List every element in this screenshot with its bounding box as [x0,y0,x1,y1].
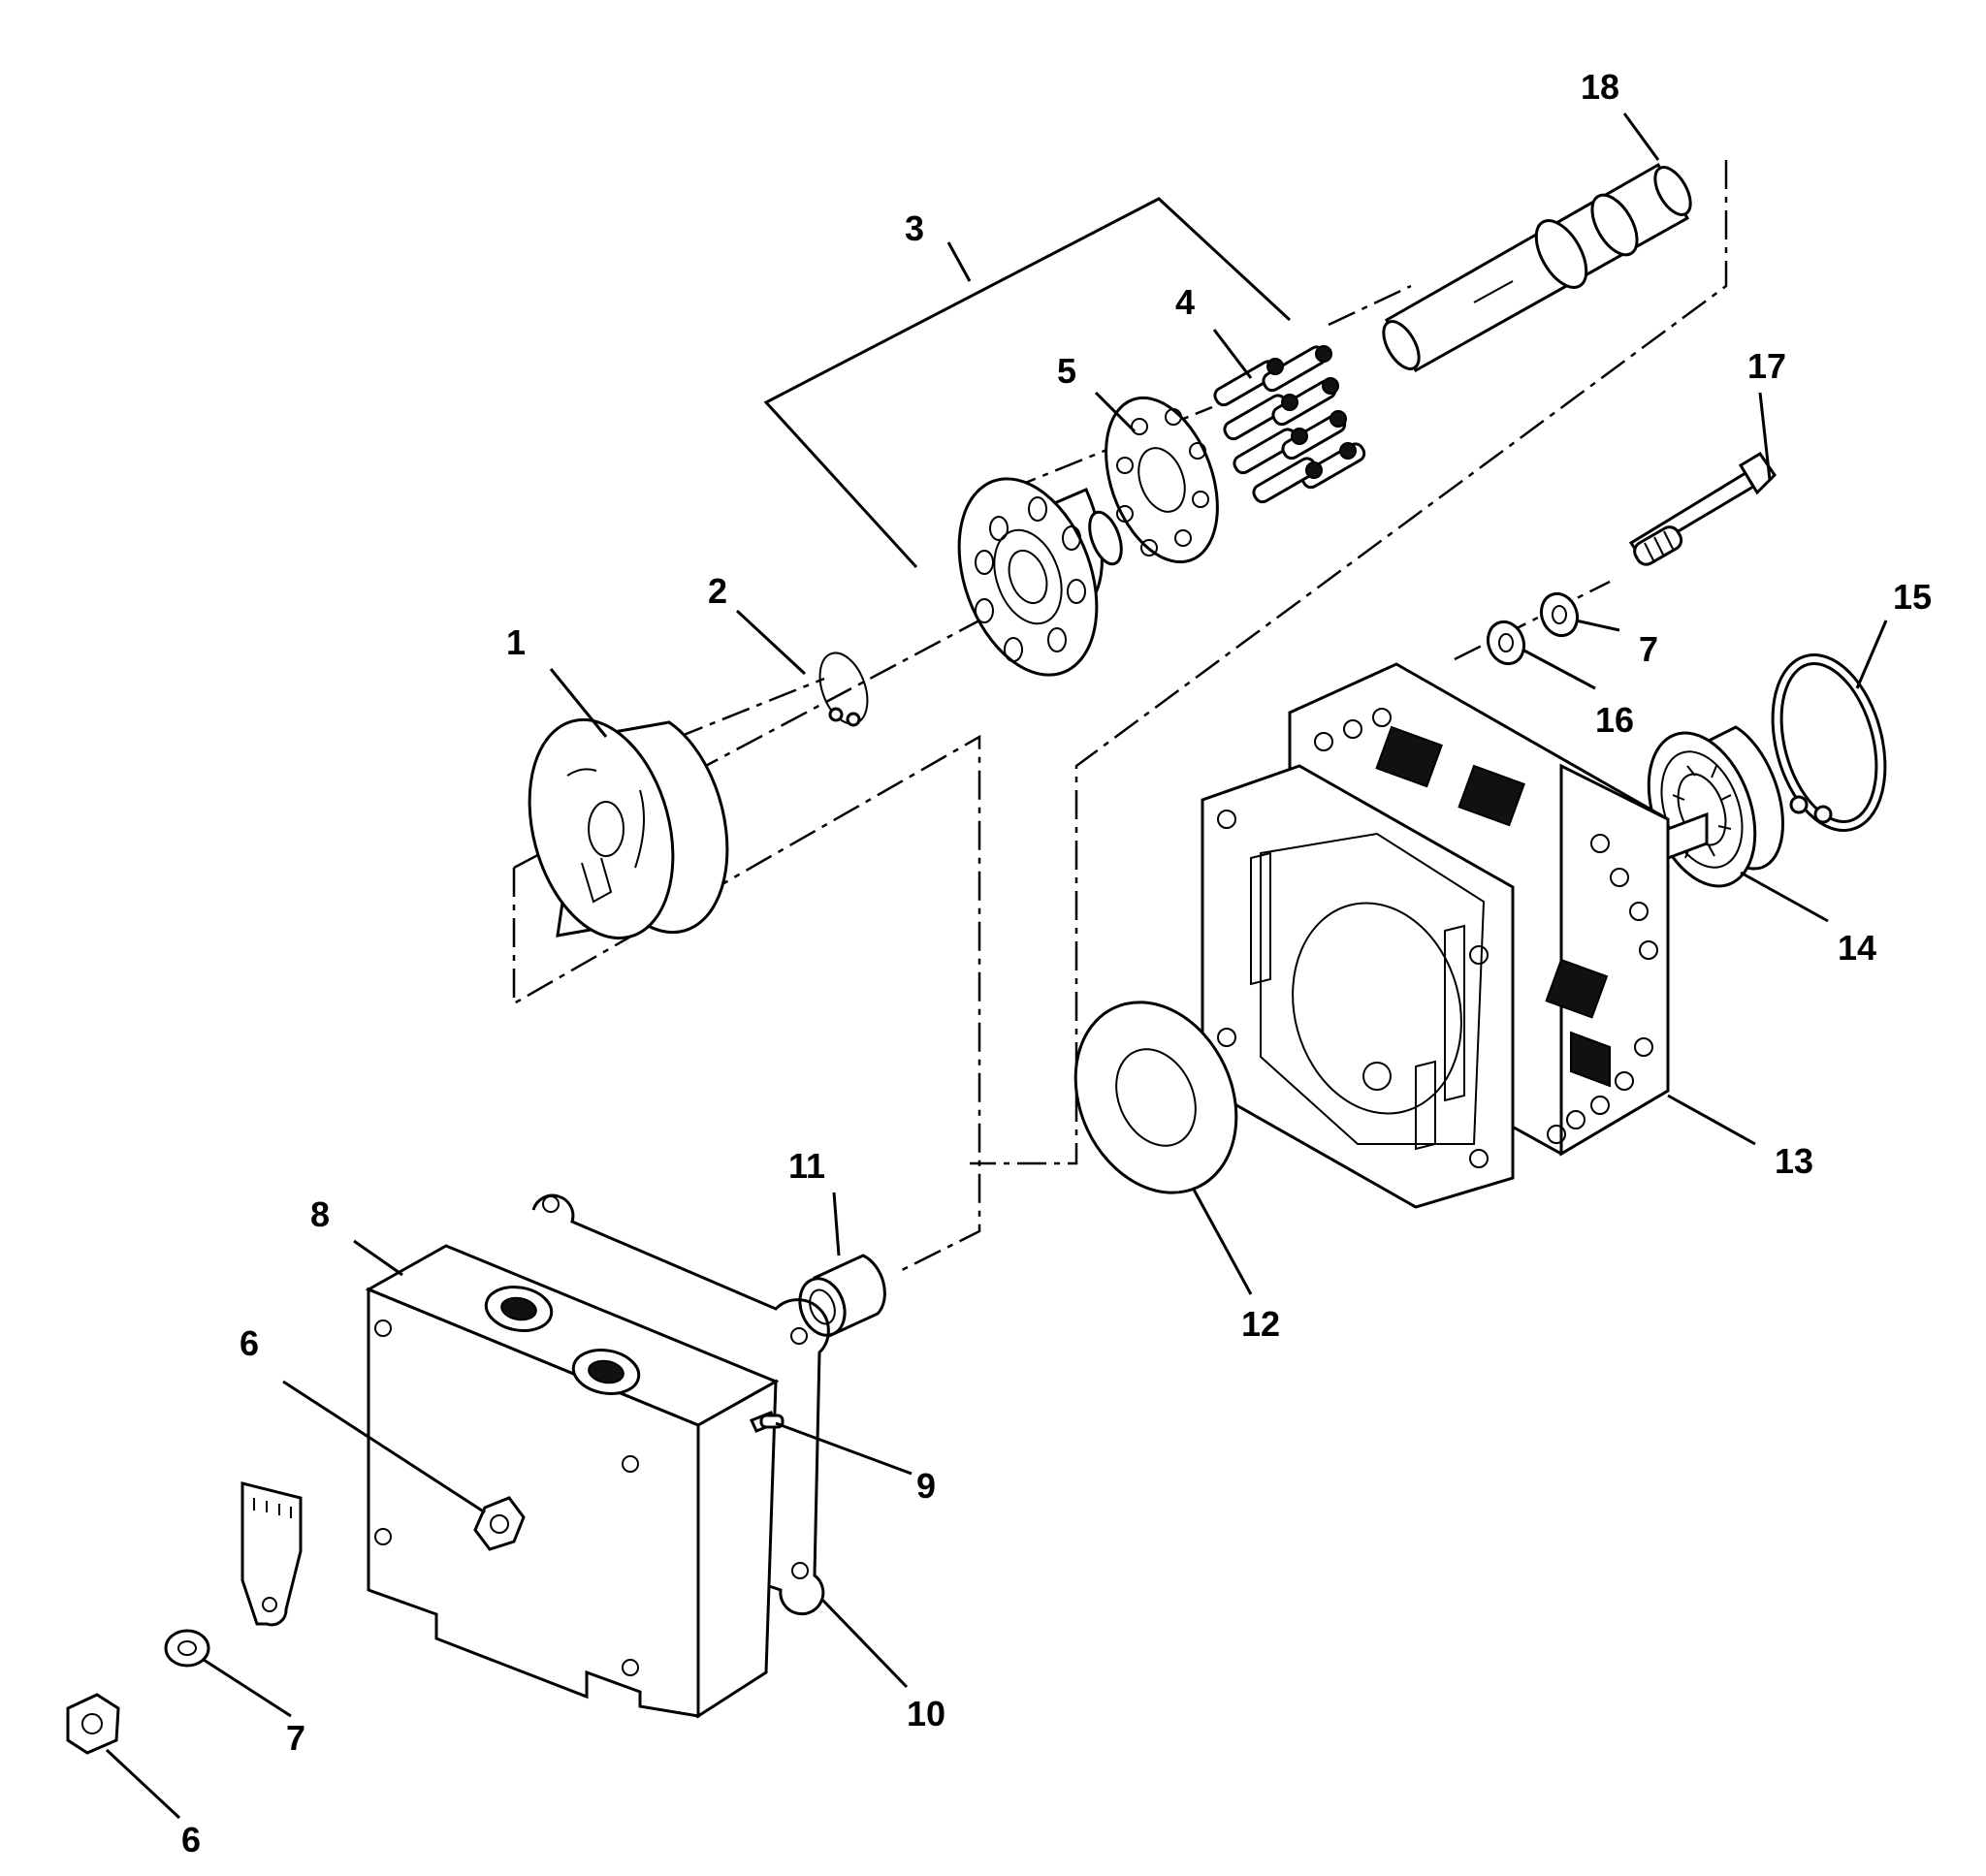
callout-7-lower: 7 [286,1718,305,1758]
assembly-bracket-part-3 [763,197,1292,569]
callout-16: 16 [1595,700,1634,740]
callout-18: 18 [1581,67,1619,107]
name-plate [240,1481,303,1627]
callout-6-upper: 6 [240,1323,259,1363]
callout-10: 10 [907,1694,945,1733]
callout-12: 12 [1241,1304,1280,1344]
callout-4: 4 [1175,282,1195,322]
housing-flange-holes [1314,708,1658,1144]
nut-part-6-upper [473,1496,526,1551]
cylinder-block-part-3 [957,477,1123,677]
gasket-part-10 [531,1193,830,1616]
callout-17: 17 [1747,346,1786,386]
callout-11: 11 [788,1146,825,1186]
callout-9: 9 [916,1466,936,1506]
retainer-plate-part-5 [1105,396,1219,564]
pistons-part-4 [1213,345,1366,504]
callout-15: 15 [1893,577,1932,617]
callout-leader-lines [105,112,1888,1820]
callout-13: 13 [1775,1141,1813,1181]
washer-part-7-upper [1539,591,1580,638]
snap-ring-part-2 [818,652,869,727]
callout-3: 3 [905,208,924,248]
washer-part-16 [1486,620,1526,666]
drive-shaft-part-18 [1382,162,1692,373]
callout-6-lower: 6 [181,1820,201,1860]
callout-2: 2 [708,571,727,611]
bushing-part-11 [798,1254,886,1339]
pump-housing-part-13 [1201,662,1709,1209]
retaining-ring-part-15 [1771,653,1887,832]
valve-plate-part-1 [528,717,729,940]
callout-7-upper: 7 [1639,629,1658,669]
bolt-part-17 [1628,451,1777,566]
nut-part-6-lower [66,1693,120,1755]
callout-1: 1 [506,622,526,662]
callout-8: 8 [310,1194,330,1234]
callout-numbers: 1 2 3 4 5 6 6 7 7 8 9 10 11 12 13 14 15 … [181,67,1932,1860]
callout-14: 14 [1838,928,1876,968]
callout-5: 5 [1057,351,1076,391]
washer-part-7-lower [164,1629,210,1668]
thrust-washer-part-12 [1073,1001,1238,1194]
end-cover-part-8 [365,1244,780,1719]
